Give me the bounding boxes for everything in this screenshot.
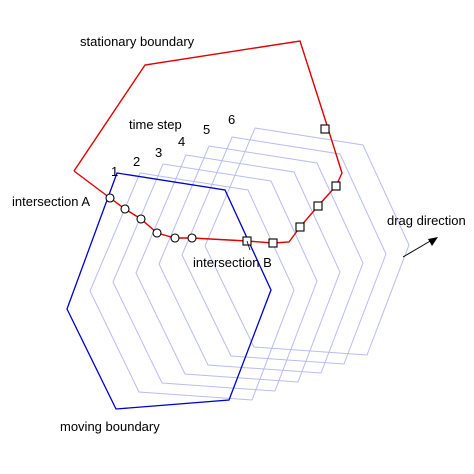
time-step-hexagon-2 (112, 163, 318, 392)
circle-marker (120, 204, 130, 214)
intersection-a-label: intersection A (12, 194, 90, 209)
circle-marker (170, 233, 180, 243)
time-step-number-3: 3 (155, 145, 162, 160)
square-marker (295, 222, 305, 232)
intersection-a-marker (105, 193, 115, 203)
moving-boundary-label: moving boundary (60, 419, 160, 434)
drag-direction-label: drag direction (387, 213, 466, 228)
time-step-hexagon-3 (135, 154, 341, 383)
time-step-hexagon-5 (181, 136, 387, 365)
moving-boundary (66, 172, 272, 410)
stationary-boundary (73, 40, 343, 244)
time-step-hexagon-4 (158, 145, 364, 374)
square-marker (268, 238, 278, 248)
circle-marker (136, 214, 146, 224)
intersection-b-label: intersection B (193, 255, 272, 270)
circle-marker (152, 228, 162, 238)
time-step-number-4: 4 (178, 134, 185, 149)
stationary-boundary-label: stationary boundary (80, 34, 195, 49)
time-step-hexagon-6 (204, 127, 410, 356)
square-markers (242, 124, 341, 248)
time-step-number-1: 1 (111, 164, 118, 179)
square-marker (320, 124, 330, 134)
square-marker (313, 201, 323, 211)
intersection-b-leader (246, 240, 251, 251)
square-marker (331, 181, 341, 191)
time-step-hexagon-1 (89, 172, 295, 401)
time-step-number-6: 6 (228, 112, 235, 127)
drag-direction-arrow (402, 237, 438, 258)
time-step-number-5: 5 (203, 122, 210, 137)
time-step-number-2: 2 (133, 154, 140, 169)
circle-markers (105, 193, 197, 243)
time-step-label: time step (129, 117, 182, 132)
time-step-hexagons (89, 127, 410, 401)
circle-marker (187, 233, 197, 243)
